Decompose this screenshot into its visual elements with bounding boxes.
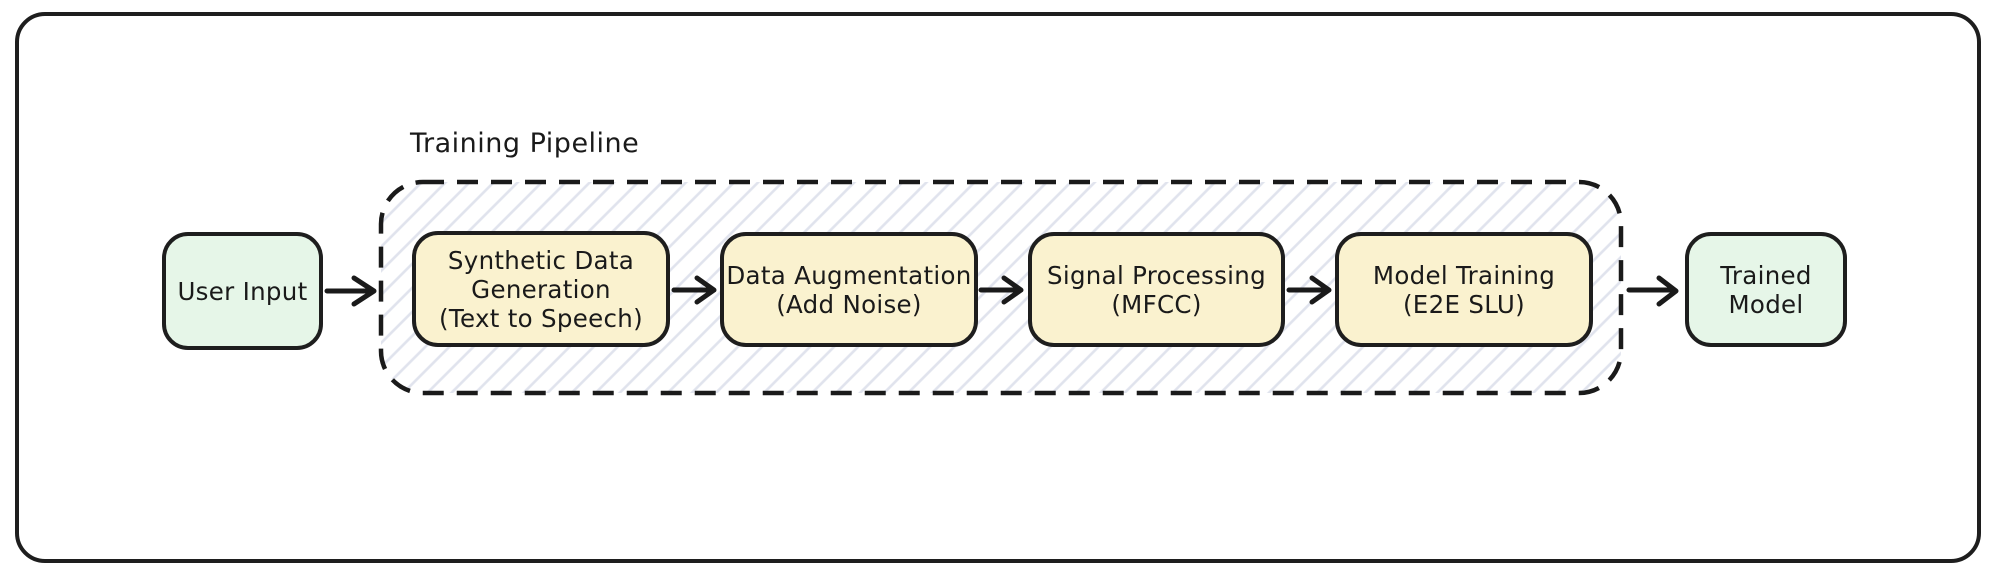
node-label-line: (Add Noise) — [776, 289, 922, 319]
node-label-line: Data Augmentation — [726, 260, 972, 290]
arrow-synthetic-to-augmentation[interactable] — [671, 275, 717, 305]
diagram-frame[interactable] — [15, 12, 1981, 563]
node-label-line: Model Training — [1372, 260, 1556, 290]
arrow-pipeline-to-trained-model[interactable] — [1626, 275, 1679, 307]
node-label-line: Generation — [471, 274, 611, 304]
node-user-input[interactable]: User Input — [162, 232, 323, 350]
node-label-line: (MFCC) — [1111, 289, 1202, 319]
node-label-line: (Text to Speech) — [439, 303, 643, 333]
node-label-line: (E2E SLU) — [1402, 289, 1526, 319]
node-label: User Input — [177, 276, 308, 306]
arrow-augmentation-to-signal[interactable] — [978, 275, 1024, 305]
node-model-training[interactable]: Model Training (E2E SLU) — [1335, 232, 1593, 347]
node-label-line: Model — [1728, 289, 1804, 319]
arrow-user-input-to-pipeline[interactable] — [324, 275, 377, 307]
node-data-augmentation[interactable]: Data Augmentation (Add Noise) — [720, 232, 978, 347]
node-label-line: Synthetic Data — [447, 245, 635, 275]
node-label-line: Signal Processing — [1047, 260, 1266, 290]
node-trained-model[interactable]: Trained Model — [1685, 232, 1847, 347]
arrow-signal-to-training[interactable] — [1286, 275, 1332, 305]
node-signal-processing[interactable]: Signal Processing (MFCC) — [1028, 232, 1285, 347]
node-synthetic-data-generation[interactable]: Synthetic Data Generation (Text to Speec… — [412, 231, 670, 347]
training-pipeline-label[interactable]: Training Pipeline — [410, 128, 640, 159]
node-label-line: Trained — [1720, 260, 1812, 290]
